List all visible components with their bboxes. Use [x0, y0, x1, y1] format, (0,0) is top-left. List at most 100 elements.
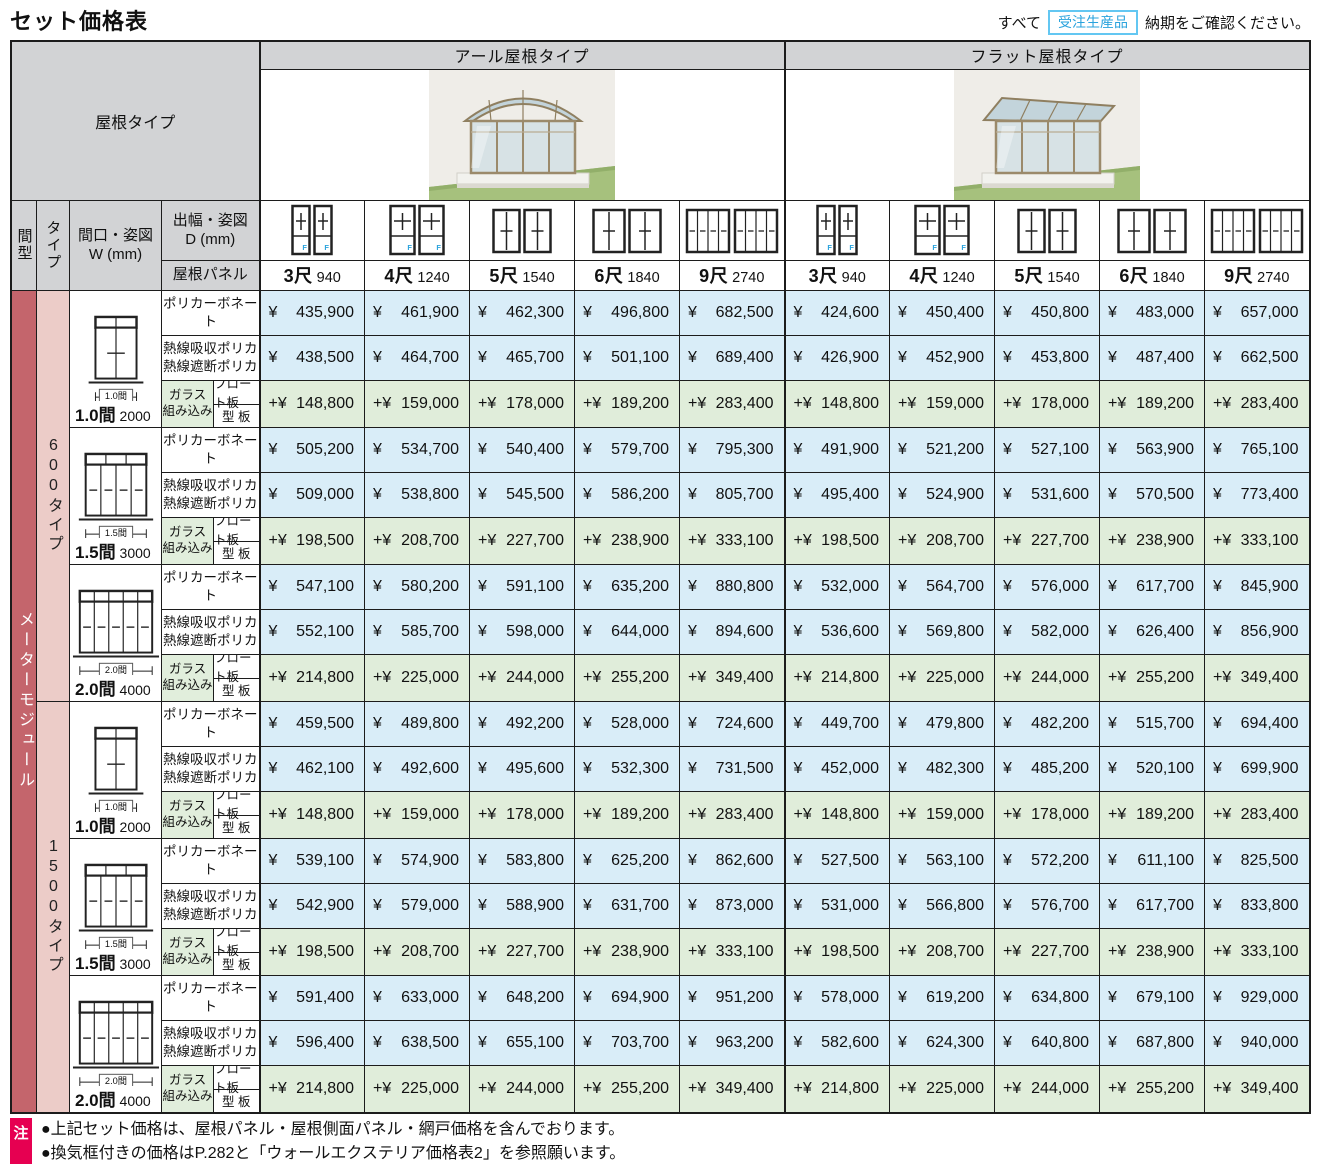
price-cell: ¥482,300: [889, 745, 995, 792]
price-cell: +¥159,000: [364, 379, 470, 428]
price-cell: +¥349,400: [679, 653, 785, 702]
price-cell: ¥563,100: [889, 837, 995, 884]
price-row: 熱線吸収ポリカ熱線遮断ポリカ¥596,400¥638,500¥655,100¥7…: [11, 1019, 1310, 1066]
price-cell: ¥963,200: [679, 1019, 785, 1066]
svg-text:F: F: [325, 243, 330, 252]
price-cell: ¥638,500: [364, 1019, 470, 1066]
price-cell: ¥880,800: [679, 563, 785, 610]
price-cell: +¥255,200: [1099, 1064, 1205, 1113]
price-cell: +¥255,200: [1099, 653, 1205, 702]
note-line: ●換気框付きの価格はP.282と「ウォールエクステリア価格表2」を参照願います。: [41, 1145, 626, 1162]
price-cell: +¥238,900: [1099, 927, 1205, 976]
price-cell: ¥487,400: [1099, 334, 1205, 381]
price-cell: ¥699,900: [1204, 745, 1310, 792]
price-cell: +¥283,400: [1204, 790, 1310, 839]
width-label: 1.0間 2000: [75, 400, 159, 426]
depth-size-label: 3尺 940: [783, 259, 890, 291]
price-cell: +¥333,100: [1204, 516, 1310, 565]
price-row: ガラス組み込みフロート板型 板+¥198,500+¥208,700+¥227,7…: [11, 516, 1310, 565]
price-cell: ¥662,500: [1204, 334, 1310, 381]
price-cell: ¥795,300: [679, 426, 785, 473]
price-cell: +¥214,800: [258, 653, 365, 702]
price-cell: ¥509,000: [258, 471, 365, 518]
price-cell: ¥496,800: [574, 289, 680, 336]
type-group-label: 1500タイプ: [36, 700, 70, 1113]
price-cell: ¥579,700: [574, 426, 680, 473]
price-cell: ¥626,400: [1099, 608, 1205, 655]
facade-diagram: 2.0間: [71, 995, 161, 1098]
svg-text:2.0間: 2.0間: [104, 1076, 126, 1086]
facade-diagram: 2.0間: [71, 584, 161, 687]
price-cell: ¥617,700: [1099, 882, 1205, 929]
price-cell: ¥495,600: [469, 745, 575, 792]
width-label: 1.5間 3000: [75, 948, 159, 974]
price-cell: ¥631,700: [574, 882, 680, 929]
panel-label-heat: 熱線吸収ポリカ熱線遮断ポリカ: [161, 608, 260, 655]
price-cell: +¥178,000: [469, 379, 575, 428]
roof-photo-row: [11, 68, 1310, 201]
price-cell: ¥576,000: [994, 563, 1100, 610]
price-cell: ¥617,700: [1099, 563, 1205, 610]
flat-roof-photo-illustration: [783, 68, 1310, 201]
price-cell: +¥178,000: [994, 790, 1100, 839]
price-cell: ¥538,800: [364, 471, 470, 518]
price-cell: ¥773,400: [1204, 471, 1310, 518]
price-cell: ¥452,000: [783, 745, 890, 792]
price-row: ガラス組み込みフロート板型 板+¥148,800+¥159,000+¥178,0…: [11, 379, 1310, 428]
price-cell: ¥532,300: [574, 745, 680, 792]
panel-label-glass-sub: フロート板型 板: [213, 1064, 260, 1113]
price-row: ガラス組み込みフロート板型 板+¥148,800+¥159,000+¥178,0…: [11, 790, 1310, 839]
price-cell: ¥805,700: [679, 471, 785, 518]
panel-label-polycarbonate: ポリカーボネート: [161, 563, 260, 610]
price-row: 熱線吸収ポリカ熱線遮断ポリカ¥552,100¥585,700¥598,000¥6…: [11, 608, 1310, 655]
svg-text:1.5間: 1.5間: [104, 528, 126, 538]
price-cell: +¥333,100: [679, 927, 785, 976]
price-cell: +¥283,400: [679, 379, 785, 428]
facade-diagram: 1.5間: [71, 447, 161, 550]
svg-text:1.0間: 1.0間: [104, 391, 126, 401]
price-cell: +¥283,400: [1204, 379, 1310, 428]
price-cell: +¥333,100: [1204, 927, 1310, 976]
price-cell: ¥479,800: [889, 700, 995, 747]
panel-label-glass: ガラス組み込み: [161, 379, 214, 428]
price-cell: ¥461,900: [364, 289, 470, 336]
svg-text:F: F: [961, 243, 966, 252]
svg-text:F: F: [303, 243, 308, 252]
footnotes: 注 ●上記セット価格は、屋根パネル・屋根側面パネル・網戸価格を含んでおります。 …: [10, 1118, 625, 1166]
price-cell: ¥644,000: [574, 608, 680, 655]
price-row: ガラス組み込みフロート板型 板+¥214,800+¥225,000+¥244,0…: [11, 1064, 1310, 1113]
price-cell: ¥539,100: [258, 837, 365, 884]
panel-label-glass: ガラス組み込み: [161, 653, 214, 702]
price-cell: ¥450,800: [994, 289, 1100, 336]
panel-label-heat: 熱線吸収ポリカ熱線遮断ポリカ: [161, 1019, 260, 1066]
price-cell: ¥591,100: [469, 563, 575, 610]
panel-label-glass: ガラス組み込み: [161, 1064, 214, 1113]
roof-name-row: 屋根タイプ アール屋根タイプ フラット屋根タイプ: [10, 40, 1310, 201]
price-cell: ¥545,500: [469, 471, 575, 518]
price-cell: ¥572,200: [994, 837, 1100, 884]
price-cell: ¥582,000: [994, 608, 1100, 655]
arch-roof-photo-illustration: [258, 68, 785, 201]
roof-type-corner-label: 屋根タイプ: [10, 40, 260, 201]
price-cell: ¥492,600: [364, 745, 470, 792]
price-cell: +¥214,800: [783, 1064, 890, 1113]
price-cell: ¥424,600: [783, 289, 890, 336]
price-cell: ¥515,700: [1099, 700, 1205, 747]
price-cell: ¥657,000: [1204, 289, 1310, 336]
price-cell: +¥198,500: [258, 516, 365, 565]
panel-label-heat: 熱線吸収ポリカ熱線遮断ポリカ: [161, 471, 260, 518]
price-cell: +¥208,700: [364, 927, 470, 976]
depth-size-label: 6尺 1840: [1099, 259, 1205, 291]
price-cell: +¥333,100: [679, 516, 785, 565]
depth-size-label: 4尺 1240: [364, 259, 470, 291]
price-row: 熱線吸収ポリカ熱線遮断ポリカ¥462,100¥492,600¥495,600¥5…: [11, 745, 1310, 792]
price-cell: +¥225,000: [889, 1064, 995, 1113]
price-cell: ¥694,900: [574, 974, 680, 1021]
